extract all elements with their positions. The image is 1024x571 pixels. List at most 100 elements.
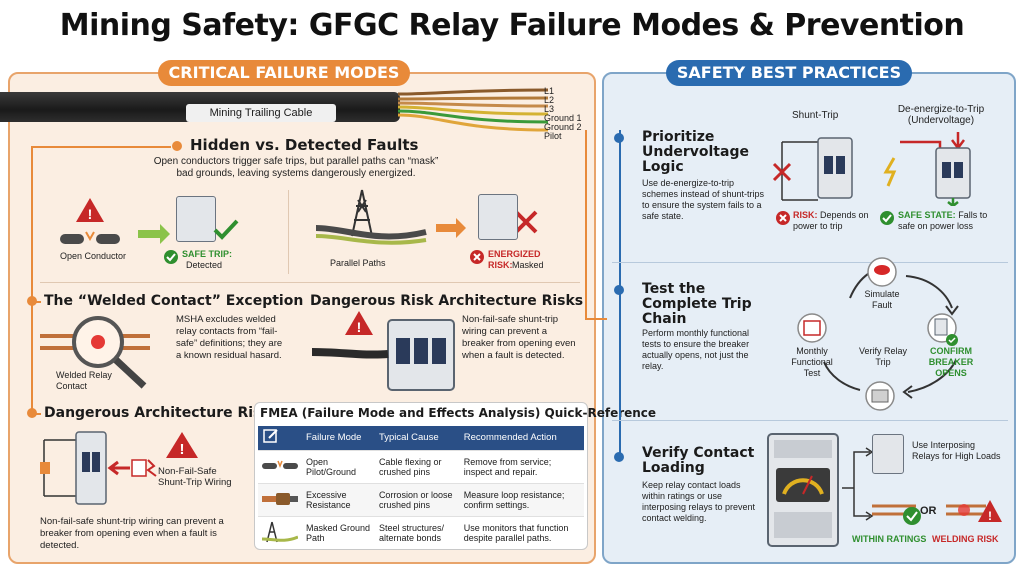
fmea-cause: Cable flexing or crushed pins [374, 449, 460, 483]
parallel-paths-illustration [316, 189, 538, 245]
risk-depends-text: RISK: Depends on power to trip [793, 210, 877, 232]
wire-label-l1: L1 [544, 86, 555, 96]
or-label: OR [920, 505, 937, 517]
safe-check-icon-2 [880, 211, 894, 225]
within-ratings-label: WITHIN RATINGS [852, 534, 927, 544]
undervoltage-illustration [883, 132, 971, 206]
risk-text: Depends on power to trip [793, 210, 869, 231]
fmea-header-mode: Failure Mode [302, 426, 375, 450]
non-fail-safe-label: Non-Fail-Safe Shunt-Trip Wiring [158, 466, 232, 488]
safe-trip-label: SAFE TRIP: [182, 249, 233, 259]
simulate-fault-label: Simulate Fault [864, 289, 900, 310]
shunt-trip-illustration [772, 137, 853, 201]
fmea-mode: Open Pilot/Ground [302, 449, 375, 483]
branch-arrows [842, 447, 874, 521]
trip-chain-text: Perform monthly functional tests to ensu… [642, 328, 750, 371]
relay-meter-illustration [767, 433, 839, 547]
divider [288, 190, 289, 274]
verify-relay-label: Verify Relay Trip [858, 346, 908, 367]
right-connector-line [585, 130, 587, 320]
wire-label-pilot: Pilot [544, 131, 562, 141]
welded-caption: Welded Relay Contact [56, 370, 112, 391]
dangerous-risk-heading: Dangerous Risk Architecture Risks [310, 293, 584, 309]
safe-check-icon [164, 250, 178, 264]
cable-wires-illustration [398, 88, 548, 132]
wire-label-l2: L2 [544, 95, 555, 105]
safe-text: Falls to safe on power loss [898, 210, 988, 231]
safe-label: SAFE STATE: [898, 210, 956, 220]
within-ratings-illustration [872, 504, 921, 525]
welding-risk-label: WELDING RISK [932, 534, 999, 544]
contact-loading-text: Keep relay contact loads within ratings … [642, 480, 756, 523]
fmea-header-action: Recommended Action [459, 426, 584, 450]
connector-bridge [585, 318, 607, 320]
risk-label: RISK: [793, 210, 818, 220]
hidden-faults-text: Open conductors trigger safe trips, but … [153, 156, 439, 179]
wire-label-ground1: Ground 1 [544, 113, 582, 123]
dangerous-arch-heading: Dangerous Architecture Risks [44, 405, 280, 421]
fmea-header-row: Failure Mode Typical Cause Recommended A… [258, 426, 584, 450]
svg-text:!: ! [357, 319, 362, 335]
open-conductor-illustration: ! [60, 198, 170, 244]
parallel-paths-label: Parallel Paths [330, 258, 386, 268]
bullet-dot-danger [27, 408, 37, 418]
fmea-cause: Corrosion or loose crushed pins [374, 482, 460, 516]
table-row: Masked Ground Path Steel structures/ alt… [258, 515, 584, 549]
page-title: Mining Safety: GFGC Relay Failure Modes … [59, 8, 965, 43]
corroded-connector-icon [262, 492, 298, 505]
welding-risk-illustration: ! [946, 500, 1002, 523]
wire-label-ground2: Ground 2 [544, 122, 582, 132]
cable-label: Mining Trailing Cable [186, 104, 336, 122]
check-icon [213, 219, 239, 240]
welded-text: MSHA excludes welded relay contacts from… [176, 314, 283, 361]
bullet-dot-trip-chain [614, 285, 624, 295]
edit-icon [263, 429, 278, 443]
svg-text:!: ! [88, 206, 93, 222]
interposing-relay-icon [872, 434, 904, 474]
warning-icon: ! [345, 311, 373, 335]
shunt-trip-wiring-illustration: ! [40, 431, 198, 505]
fmea-action: Remove from service; inspect and repair. [459, 449, 584, 483]
bullet-dot-undervoltage [614, 133, 624, 143]
energized-label: ENERGIZED [488, 249, 541, 259]
fmea-action: Use monitors that function despite paral… [459, 515, 584, 549]
fmea-title: FMEA (Failure Mode and Effects Analysis)… [260, 406, 657, 420]
monthly-test-label: Monthly Functional Test [791, 346, 833, 378]
fmea-header-cause: Typical Cause [374, 426, 460, 450]
divider-blue-1 [612, 262, 1008, 263]
contact-loading-heading: Verify Contact Loading [642, 445, 755, 476]
bullet-dot-contact [614, 452, 624, 462]
svg-text:!: ! [988, 509, 992, 523]
broken-wire-icon [262, 460, 298, 469]
safe-trip-sub: Detected [186, 260, 223, 270]
energized-risk-label: RISK: [488, 260, 513, 270]
welded-contact-illustration [40, 316, 150, 389]
safety-practices-header: SAFETY BEST PRACTICES [666, 60, 912, 86]
trip-chain-heading: Test the Complete Trip Chain [642, 281, 752, 327]
fmea-icon-cell [258, 449, 302, 483]
risk-x-icon [470, 250, 484, 264]
shunt-trip-label: Shunt-Trip [792, 110, 839, 121]
confirm-breaker-label: CONFIRM BREAKER OPENS [928, 346, 974, 378]
de-energize-label: De-energize-to-Trip (Undervoltage) [897, 104, 985, 126]
fmea-cause: Steel structures/ alternate bonds [374, 515, 460, 549]
connector-hidden-faults [31, 146, 171, 148]
table-row: Excessive Resistance Corrosion or loose … [258, 482, 584, 516]
fmea-action: Measure loop resistance; confirm setting… [459, 482, 584, 516]
open-conductor-label: Open Conductor [59, 251, 127, 261]
dangerous-arch-text: Non-fail-safe shunt-trip wiring can prev… [40, 516, 224, 551]
fmea-header-icon [258, 426, 302, 450]
bullet-dot-welded [27, 296, 37, 306]
blue-connector-line [619, 130, 621, 460]
interposing-label: Use Interposing Relays for High Loads [912, 440, 1001, 461]
dangerous-risk-text: Non-fail-safe shunt-trip wiring can prev… [462, 314, 576, 361]
shunt-breaker-illustration [312, 319, 455, 391]
wire-label-l3: L3 [544, 104, 555, 114]
fmea-mode: Excessive Resistance [302, 482, 375, 516]
risk-x-icon-2 [776, 211, 790, 225]
undervoltage-text: Use de-energize-to-trip schemes instead … [642, 178, 765, 221]
welded-heading: The “Welded Contact” Exception [44, 293, 304, 309]
fmea-table: Failure Mode Typical Cause Recommended A… [258, 426, 584, 549]
divider-h [40, 282, 580, 283]
fmea-icon-cell [258, 515, 302, 549]
